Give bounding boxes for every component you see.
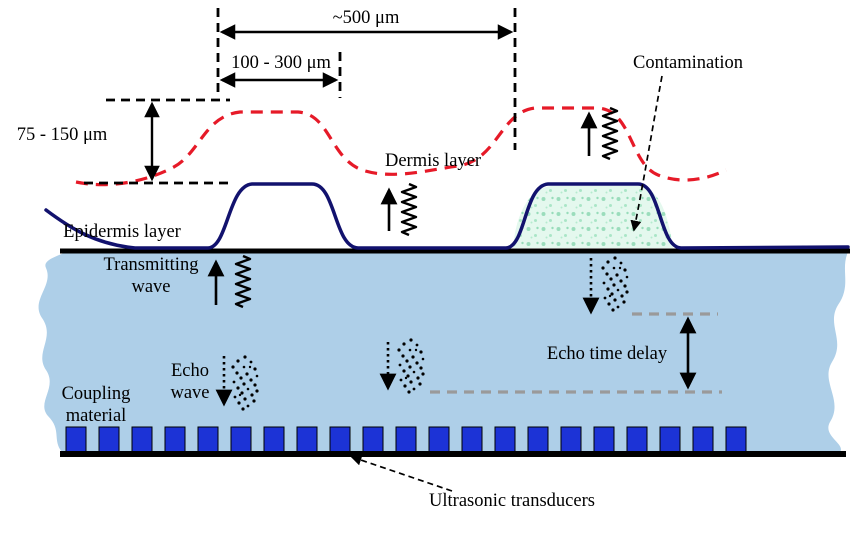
transducer — [296, 426, 318, 453]
transducers-pointer-arrow — [350, 454, 453, 492]
transducer — [593, 426, 615, 453]
transducer — [725, 426, 747, 453]
echo-time-delay-label: Echo time delay — [547, 344, 668, 364]
transducer — [131, 426, 153, 453]
coupling-material-label-line1: Coupling — [62, 384, 131, 404]
dimension-construction-lines — [84, 8, 517, 185]
transducer — [395, 426, 417, 453]
transducer — [461, 426, 483, 453]
contamination-label: Contamination — [633, 53, 743, 73]
echo-delay-reference-lines — [430, 312, 722, 394]
contamination-blob — [513, 186, 673, 248]
transducer — [65, 426, 87, 453]
transmitting-wave-label-line1: Transmitting — [104, 255, 199, 275]
dimension-label-100-300um: 100 - 300 μm — [231, 53, 331, 73]
transducer — [692, 426, 714, 453]
transducer — [263, 426, 285, 453]
echo-wave-label-line2: wave — [170, 383, 209, 403]
ultrasonic-transducers-label: Ultrasonic transducers — [429, 491, 595, 511]
transducer — [197, 426, 219, 453]
dermis-layer-line — [75, 106, 727, 187]
transducer — [98, 426, 120, 453]
transmitting-wave-label-line2: wave — [131, 277, 170, 297]
transducer — [494, 426, 516, 453]
transducer-baseplate — [60, 451, 846, 457]
transducer — [164, 426, 186, 453]
dermis-layer-label: Dermis layer — [385, 151, 481, 171]
transducer — [659, 426, 681, 453]
transducer-array — [65, 426, 747, 453]
echo-wave-label-line1: Echo — [171, 361, 209, 381]
coupling-material-label-line2: material — [66, 406, 127, 426]
transmitting-wave-symbols — [207, 106, 619, 309]
transducer — [329, 426, 351, 453]
echo-wave-symbols — [215, 256, 629, 411]
transducer — [626, 426, 648, 453]
dimension-label-75-150um: 75 - 150 μm — [17, 125, 108, 145]
transducer — [428, 426, 450, 453]
transducer — [362, 426, 384, 453]
epidermis-layer-line — [44, 182, 850, 250]
epidermis-layer-label: Epidermis layer — [63, 222, 181, 242]
transducer — [527, 426, 549, 453]
dimension-label-500um: ~500 μm — [333, 8, 400, 28]
transducer — [560, 426, 582, 453]
transducer — [230, 426, 252, 453]
